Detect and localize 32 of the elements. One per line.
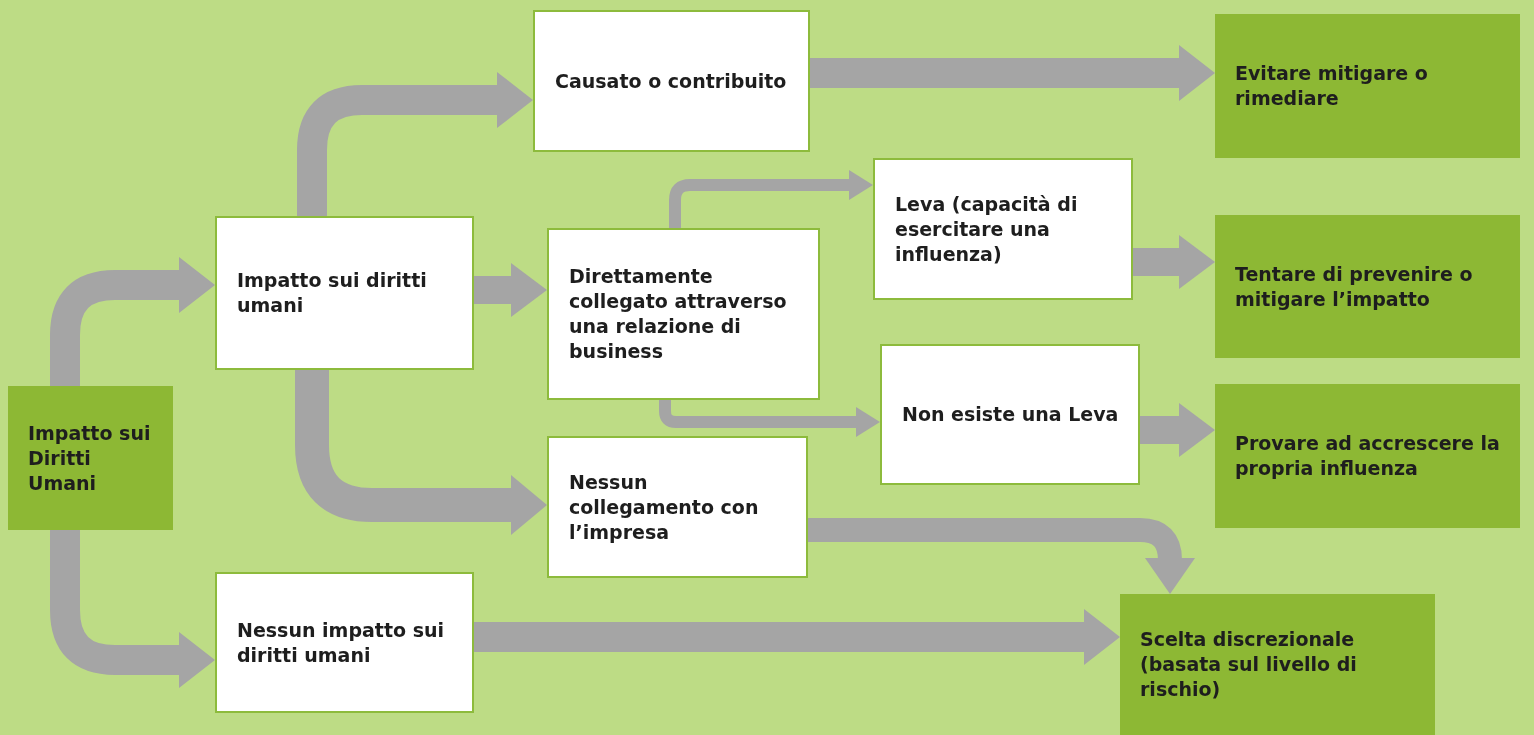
- box-text: Evitare mitigare o rimediare: [1235, 61, 1429, 111]
- outcome-box: [1215, 384, 1520, 528]
- box-text: Scelta discrezionale (basata sul livello di rischio): [1140, 627, 1358, 702]
- box-text: Nessun impatto sui diritti umani: [237, 617, 445, 668]
- block-arrow: [474, 609, 1120, 665]
- block-arrow: [659, 400, 880, 437]
- box-text: Leva (capacità di esercitare una influenza): [895, 191, 1079, 267]
- box-text: Tentare di prevenire o mitigare l’impatto: [1235, 261, 1474, 312]
- box-text: Impatto sui diritti umani: [237, 268, 428, 318]
- box-text: Impatto sui Diritti Umani: [28, 420, 152, 496]
- box-text: Nessun collegamento con l’impresa: [569, 469, 760, 545]
- box-text: Non esiste una Leva: [902, 402, 1119, 427]
- outcome-box: [1215, 14, 1520, 158]
- process-box: [547, 228, 820, 400]
- block-arrow: [808, 518, 1195, 594]
- block-arrow: [810, 45, 1215, 101]
- process-box: [873, 158, 1133, 300]
- process-box: [880, 344, 1140, 485]
- outcome-box: [1215, 215, 1520, 358]
- block-arrow: [474, 263, 547, 317]
- block-arrow: [50, 530, 215, 688]
- box-text: Direttamente collegato attraverso una relazione di business: [569, 264, 788, 364]
- box-text: Causato o contribuito: [555, 68, 787, 94]
- process-box: [215, 572, 474, 713]
- outcome-box: [1120, 594, 1435, 735]
- process-box: [533, 10, 810, 152]
- block-arrow: [1133, 235, 1215, 289]
- outcome-box: [8, 386, 173, 530]
- box-text: Provare ad accrescere la propria influenza: [1235, 431, 1501, 481]
- block-arrow: [1140, 403, 1215, 457]
- process-box: [215, 216, 474, 370]
- process-box: [547, 436, 808, 578]
